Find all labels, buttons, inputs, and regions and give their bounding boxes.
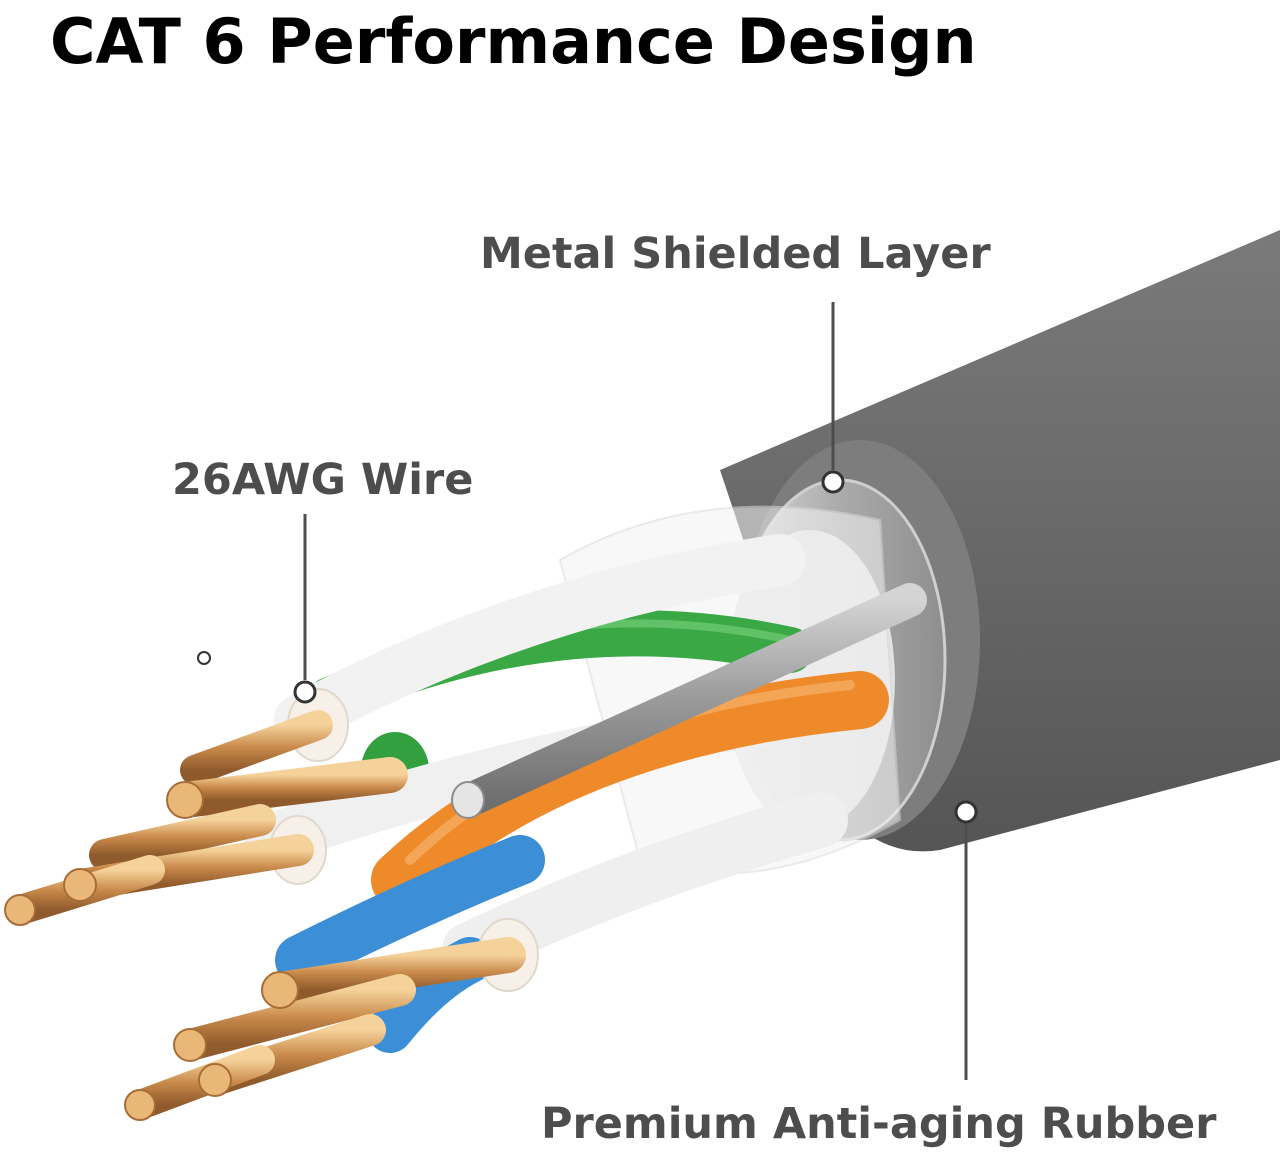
rubber-callout-dot	[954, 800, 978, 824]
shield-callout-dot	[821, 470, 845, 494]
drain-wire-end	[451, 781, 485, 819]
blue-pair-wire	[275, 835, 545, 985]
white-wire-1	[274, 534, 806, 746]
page-title: CAT 6 Performance Design	[50, 5, 977, 78]
drain-wire	[453, 583, 927, 817]
wire-callout-dot	[293, 680, 317, 704]
stray-marker-dot	[197, 651, 211, 665]
copper-conductors	[4, 710, 526, 1121]
anti-aging-rubber-label: Premium Anti-aging Rubber	[541, 1099, 1217, 1149]
metal-shielded-layer-label: Metal Shielded Layer	[480, 229, 991, 279]
26awg-wire-label: 26AWG Wire	[172, 455, 474, 505]
